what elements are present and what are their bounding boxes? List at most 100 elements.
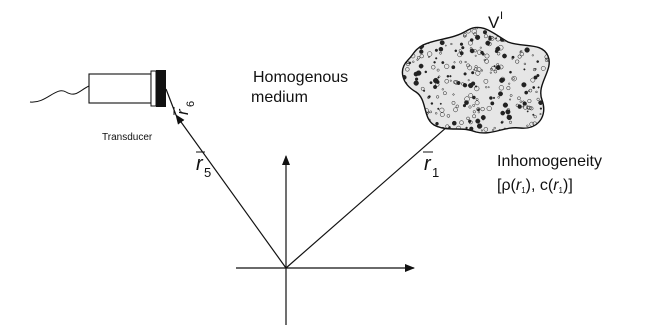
scatterer-particle (446, 27, 451, 31)
scatterer-particle (553, 46, 556, 49)
scatterer-particle (512, 39, 515, 42)
scatterer-particle (438, 32, 441, 35)
vector-r5-subscript: 5 (204, 165, 211, 180)
scatterer-particle (475, 70, 481, 76)
scatterer-particle (467, 40, 473, 46)
scatterer-particle (509, 70, 512, 74)
scatterer-particle (483, 34, 488, 39)
vector-r6-subscript: 6 (185, 101, 197, 107)
scatterer-particle (409, 39, 412, 42)
scatterer-particle (429, 127, 434, 132)
scatterer-particle (480, 50, 484, 55)
scatterer-particle (416, 42, 420, 46)
scatterer-particle (425, 26, 427, 28)
scatterer-particle (402, 59, 405, 63)
scatterer-particle (427, 111, 430, 114)
scatterer-particle (541, 118, 546, 124)
scatterer-particle (454, 49, 458, 53)
scatterer-particle (443, 91, 447, 96)
scatterer-particle (550, 95, 553, 98)
scatterer-particle (464, 60, 467, 64)
scatterer-particle (507, 114, 510, 117)
scatterer-particle (440, 27, 446, 30)
scatterer-particle (522, 101, 527, 106)
scatterer-particle (541, 24, 544, 27)
scatterer-particle (403, 41, 409, 47)
scatterer-particle (498, 30, 503, 35)
scatterer-particle (519, 100, 523, 103)
scatterer-particle (531, 54, 534, 57)
scatterer-particle (547, 101, 550, 104)
vector-r6-letter: r (173, 108, 192, 115)
scatterer-particle (418, 63, 424, 69)
scatterer-particle (485, 86, 488, 89)
scatterer-particle (406, 60, 410, 65)
scatterer-particle (439, 40, 445, 46)
scatterer-particle (408, 27, 412, 31)
scatterer-particle (402, 37, 406, 42)
scatterer-particle (463, 34, 467, 38)
scatterer-particle (453, 23, 455, 25)
scatterer-particle (411, 105, 417, 110)
scatterer-particle (548, 38, 550, 42)
scatterer-particle (424, 27, 430, 31)
scatterer-particle (406, 62, 410, 67)
scatterer-particle (454, 80, 459, 85)
scatterer-particle (531, 25, 532, 26)
scatterer-particle (435, 112, 438, 115)
scatterer-particle (463, 22, 466, 25)
scatterer-particle (547, 90, 550, 94)
scatterer-particle (511, 75, 517, 82)
scatterer-particle (546, 57, 550, 62)
scatterer-particle (438, 46, 444, 52)
scatterer-particle (472, 110, 476, 114)
scatterer-particle (446, 114, 451, 118)
scatterer-particle (511, 55, 515, 59)
scatterer-particle (474, 67, 478, 71)
scatterer-particle (535, 27, 540, 30)
scatterer-particle (506, 86, 511, 91)
scatterer-particle (471, 28, 477, 35)
scatterer-particle (477, 111, 480, 114)
scatterer-particle (409, 108, 414, 113)
scatterer-particle (490, 101, 495, 106)
scatterer-particle (414, 77, 419, 81)
scatterer-particle (472, 114, 477, 119)
scatterer-particle (439, 102, 442, 105)
scatterer-particle (477, 108, 480, 112)
scatterer-particle (512, 77, 515, 80)
scatterer-particle (508, 120, 513, 124)
scatterer-particle (445, 136, 446, 137)
scatterer-particle (402, 84, 407, 89)
scatterer-particle (441, 61, 445, 65)
scatterer-particle (522, 105, 525, 108)
scatterer-particle (429, 28, 434, 34)
scatterer-particle (410, 122, 414, 125)
expr-r1a-sub: 1 (521, 186, 526, 195)
scatterer-particle (458, 49, 462, 53)
scatterer-particle (536, 60, 540, 63)
scatterer-particle (413, 80, 419, 86)
scatterer-particle (459, 42, 464, 46)
scatterer-particle (452, 93, 455, 96)
scatterer-particle (529, 121, 535, 127)
scatterer-particle (407, 43, 411, 47)
scatterer-particle (471, 132, 477, 133)
scatterer-particle (411, 28, 417, 34)
scatterer-particle (495, 134, 499, 138)
scatterer-particle (532, 86, 536, 89)
scatterer-particle (407, 49, 411, 54)
scatterer-particle (450, 24, 451, 25)
vector-label-r1: r 1 (423, 151, 439, 180)
scatterer-particle (529, 106, 534, 111)
vector-r1-letter: r (424, 153, 432, 175)
scatterer-particle (509, 30, 512, 33)
scatterer-particle (533, 75, 538, 80)
scatterer-particle (550, 134, 552, 136)
scatterer-particle (544, 54, 550, 60)
inhomogeneity-properties: [ρ(r1), c(r1)] (497, 177, 573, 195)
scatterer-particle (416, 56, 421, 60)
scatterer-particle (489, 71, 492, 74)
expr-close: )] (563, 177, 573, 194)
scatterer-particle (444, 79, 449, 84)
